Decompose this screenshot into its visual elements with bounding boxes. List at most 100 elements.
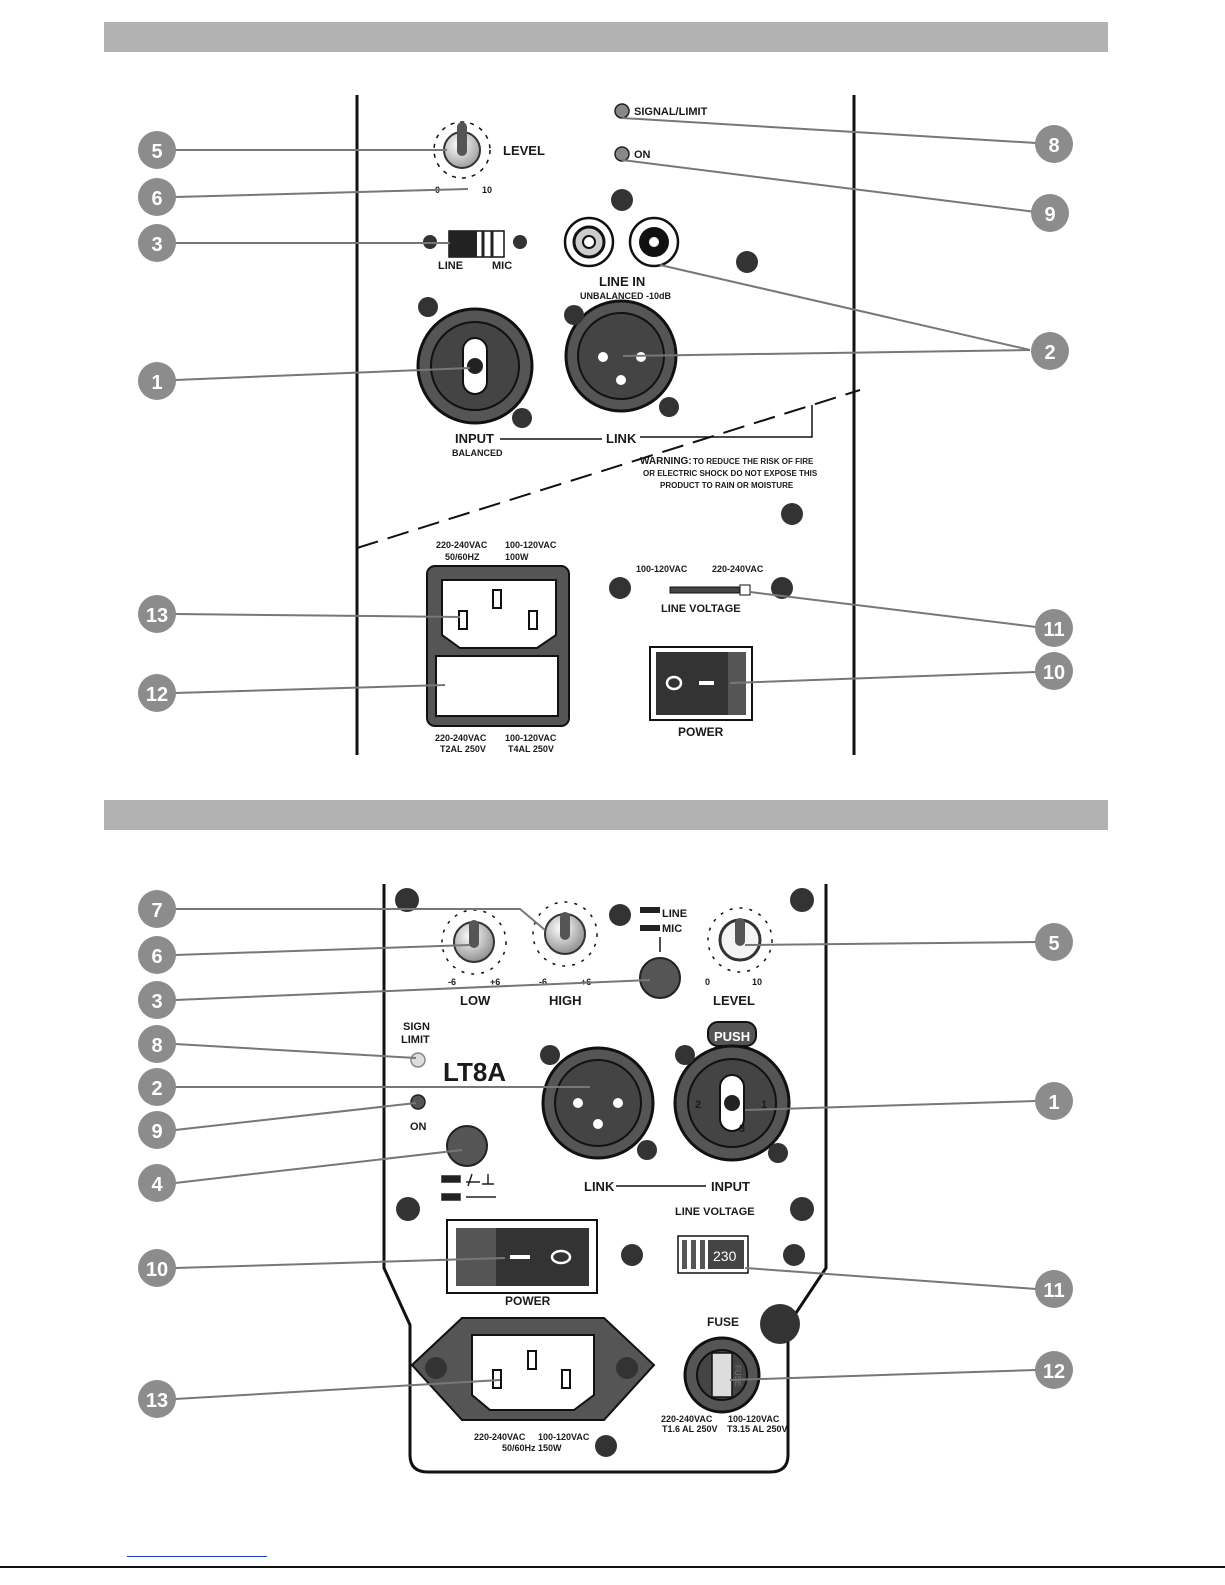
iec-power-inlet[interactable] xyxy=(441,579,557,649)
svg-text:13: 13 xyxy=(146,1390,168,1412)
xlr-link-jack[interactable] xyxy=(564,299,678,413)
volt-low-label: 100-120VAC xyxy=(636,564,688,574)
fuse-high-label: 220-240VAC xyxy=(435,733,487,743)
line-voltage-switch[interactable] xyxy=(669,584,751,596)
fuse-holder[interactable] xyxy=(683,1336,761,1414)
pin-3-label: 3 xyxy=(739,1123,745,1135)
callout-13: 13 xyxy=(138,1380,176,1418)
low-eq-min: -6 xyxy=(448,977,456,987)
footer-link-underline[interactable] xyxy=(127,1556,267,1557)
callout-7: 7 xyxy=(138,890,176,928)
power-label: POWER xyxy=(505,1294,551,1308)
line-mic-switch[interactable] xyxy=(448,230,505,258)
low-eq-max: +6 xyxy=(490,977,500,987)
svg-text:5: 5 xyxy=(151,141,162,163)
svg-text:13: 13 xyxy=(146,605,168,627)
iec-power-inlet[interactable] xyxy=(410,1317,656,1421)
ground-lift-button[interactable] xyxy=(446,1125,488,1167)
warning-line-2: OR ELECTRIC SHOCK DO NOT EXPOSE THIS xyxy=(643,469,818,478)
link-label: LINK xyxy=(606,431,637,446)
fuse-cap-text: FUSE xyxy=(733,1365,742,1386)
ac-low-label: 100-120VAC xyxy=(538,1432,590,1442)
callout-13: 13 xyxy=(138,595,176,633)
line-mic-button[interactable] xyxy=(639,957,681,999)
fuse-low-rating: T3.15 AL 250V xyxy=(727,1424,788,1434)
callout-8: 8 xyxy=(1035,125,1073,163)
pin-1-label: 1 xyxy=(761,1099,767,1111)
on-led xyxy=(614,146,630,162)
callout-2: 2 xyxy=(138,1068,176,1106)
screw-icon xyxy=(564,305,584,325)
callout-9: 9 xyxy=(1031,194,1069,232)
combo-input-jack[interactable] xyxy=(673,1021,791,1162)
fuse-low-rating: T4AL 250V xyxy=(508,744,554,754)
svg-text:5: 5 xyxy=(1048,933,1059,955)
callout-leaders xyxy=(174,908,1037,1400)
callout-8: 8 xyxy=(138,1025,176,1063)
screw-icon xyxy=(675,1045,695,1065)
svg-text:8: 8 xyxy=(1048,135,1059,157)
callout-6: 6 xyxy=(138,178,176,216)
svg-text:12: 12 xyxy=(146,684,168,706)
line-label: LINE xyxy=(662,908,687,920)
dashed-divider xyxy=(356,389,861,549)
link-label: LINK xyxy=(584,1179,615,1194)
ac-watt-label: 100W xyxy=(505,552,529,562)
link-bracket xyxy=(640,405,813,438)
level-min-label: 0 xyxy=(705,977,710,987)
svg-text:11: 11 xyxy=(1043,1280,1064,1302)
combo-input-jack[interactable] xyxy=(416,307,534,425)
callout-1: 1 xyxy=(1035,1082,1073,1120)
rear-panel-diagram-top: LEVEL 0 10 SIGNAL/LIMIT ON LINE MIC LINE… xyxy=(138,95,1073,755)
callout-11: 11 xyxy=(1035,609,1073,647)
ac-high-label: 220-240VAC xyxy=(436,540,488,550)
screw-icon xyxy=(513,235,527,249)
fuse-high-label: 220-240VAC xyxy=(661,1414,713,1424)
screw-icon xyxy=(659,397,679,417)
svg-text:3: 3 xyxy=(151,991,162,1013)
svg-text:4: 4 xyxy=(151,1174,163,1196)
signal-limit-led xyxy=(614,103,630,119)
signal-limit-led xyxy=(410,1052,426,1068)
fuse-drawer[interactable] xyxy=(435,655,559,717)
screw-icon xyxy=(771,577,793,599)
section-header-band-top xyxy=(104,22,1108,52)
callout-6: 6 xyxy=(138,936,176,974)
xlr-link-jack[interactable] xyxy=(541,1046,655,1160)
input-label: INPUT xyxy=(455,431,494,446)
callout-11: 11 xyxy=(1035,1270,1073,1308)
fuse-label: FUSE xyxy=(707,1315,739,1329)
callout-4: 4 xyxy=(138,1164,176,1202)
power-switch[interactable] xyxy=(446,1219,598,1294)
fuse-low-label: 100-120VAC xyxy=(505,733,557,743)
callout-10: 10 xyxy=(1035,652,1073,690)
level-label: LEVEL xyxy=(713,993,755,1008)
footer-rule xyxy=(0,1566,1225,1568)
screw-icon xyxy=(611,189,633,211)
level-max-label: 10 xyxy=(752,977,762,987)
line-in-label: LINE IN xyxy=(599,274,645,289)
svg-text:3: 3 xyxy=(151,234,162,256)
high-eq-min: -6 xyxy=(539,977,547,987)
model-name: LT8A xyxy=(443,1057,506,1087)
warning-title: WARNING: xyxy=(640,456,692,467)
on-led xyxy=(410,1094,426,1110)
svg-text:11: 11 xyxy=(1043,619,1064,641)
screw-icon xyxy=(418,297,438,317)
callout-12: 12 xyxy=(138,674,176,712)
line-voltage-label: LINE VOLTAGE xyxy=(675,1206,755,1218)
svg-text:2: 2 xyxy=(1044,342,1055,364)
line-voltage-switch[interactable] xyxy=(677,1235,749,1274)
voltage-value: 230 xyxy=(713,1248,737,1264)
rca-jack-left[interactable] xyxy=(563,216,615,268)
screw-icon xyxy=(609,577,631,599)
high-label: HIGH xyxy=(549,993,582,1008)
ac-high-label: 220-240VAC xyxy=(474,1432,526,1442)
line-voltage-label: LINE VOLTAGE xyxy=(661,603,741,615)
screw-icon xyxy=(637,1140,657,1160)
svg-text:2: 2 xyxy=(151,1078,162,1100)
level-knob[interactable] xyxy=(707,907,773,973)
rca-jack-right[interactable] xyxy=(628,216,680,268)
high-eq-knob[interactable] xyxy=(532,901,598,967)
callout-3: 3 xyxy=(138,224,176,262)
